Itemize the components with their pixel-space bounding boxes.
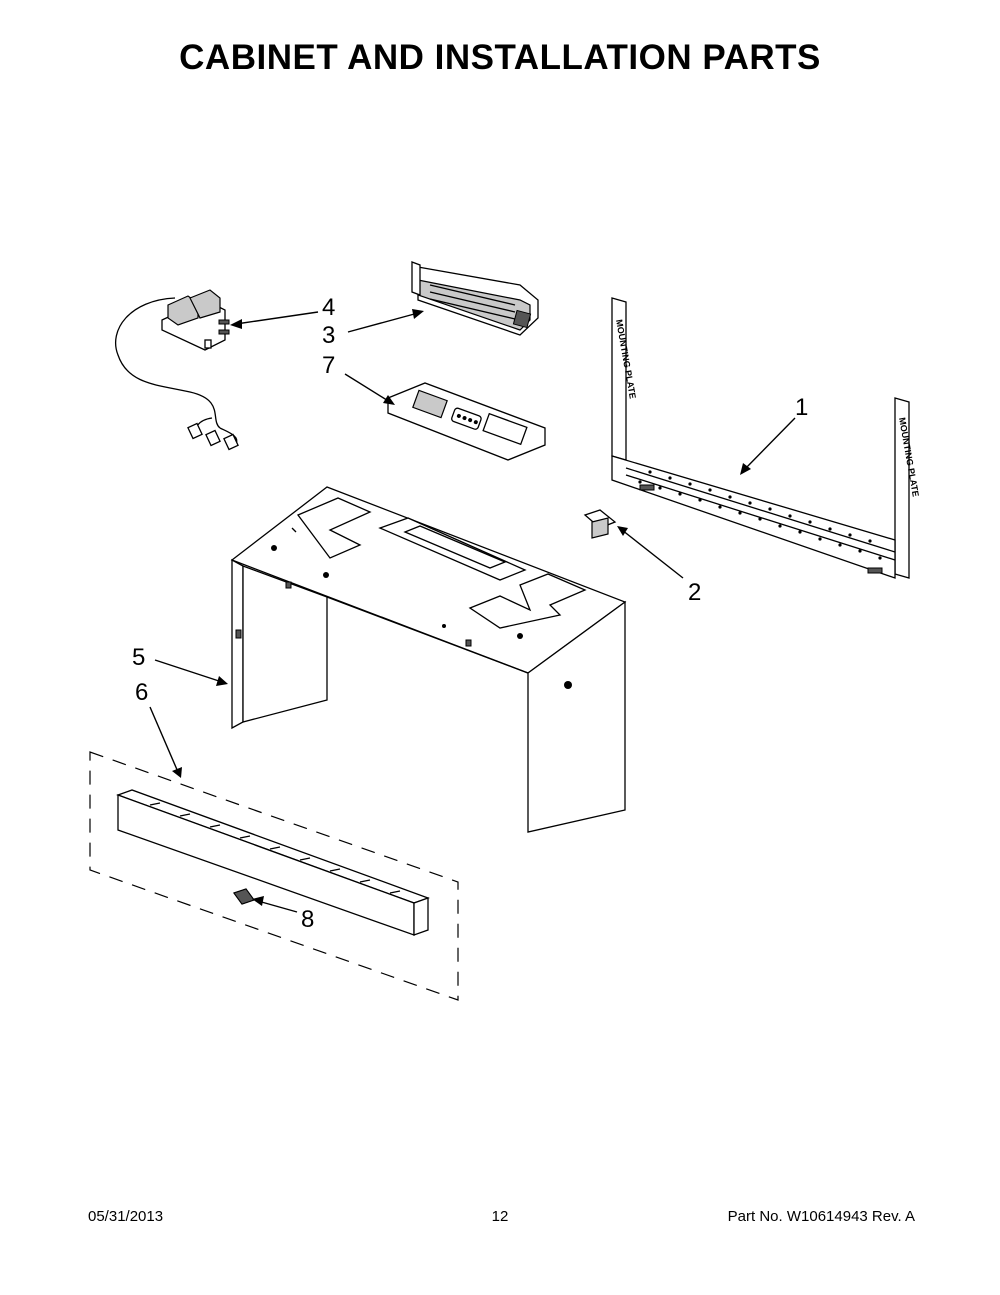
callout-5: 5	[132, 644, 145, 671]
page-title: CABINET AND INSTALLATION PARTS	[179, 38, 821, 77]
callout-arrows	[149, 309, 796, 913]
callout-3: 3	[322, 322, 335, 349]
footer-date: 05/31/2013	[88, 1208, 164, 1225]
vent-grille-assembly	[89, 751, 459, 1001]
callout-8: 8	[301, 906, 314, 933]
damper-part	[411, 261, 539, 336]
mounting-plate-part: MOUNTING PLATE MOUNTING PLATE	[611, 297, 921, 579]
footer-part-number: Part No. W10614943 Rev. A	[727, 1208, 915, 1225]
callout-6: 6	[135, 679, 148, 706]
footer-page-number: 12	[491, 1208, 509, 1225]
grille-clip-part	[233, 888, 255, 905]
cabinet-wrapper-part	[230, 486, 627, 833]
bracket-plate-part	[387, 382, 546, 461]
callout-1: 1	[795, 394, 808, 421]
power-cord-part	[115, 289, 239, 451]
callout-2: 2	[688, 579, 701, 606]
callout-4: 4	[322, 294, 335, 321]
callout-7: 7	[322, 352, 335, 379]
clip-part	[583, 509, 617, 539]
